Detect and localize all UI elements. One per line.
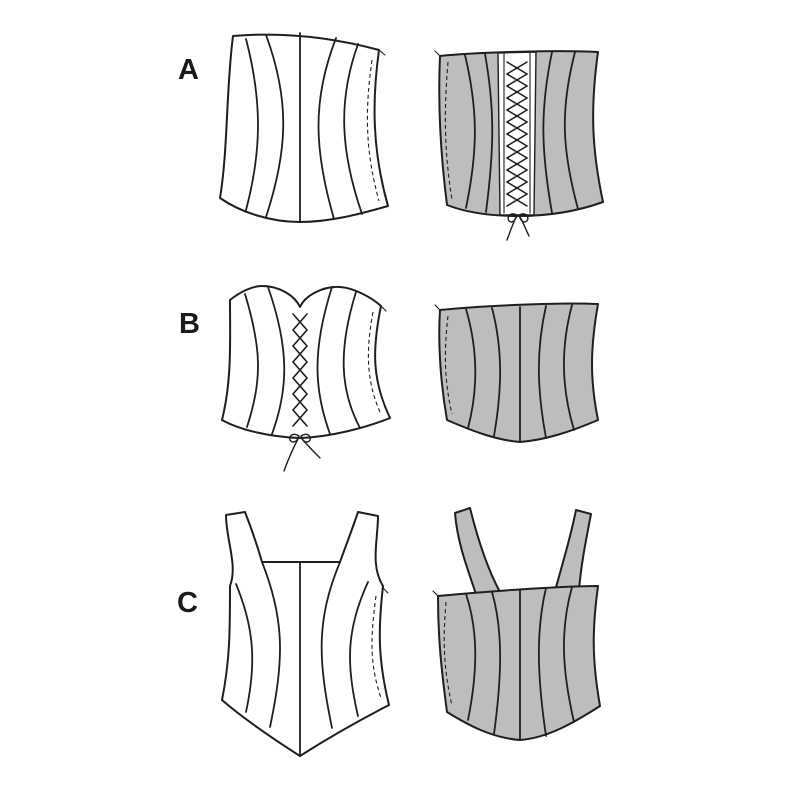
seam <box>267 286 286 435</box>
zipper-tab <box>382 587 389 594</box>
zipper-stitching <box>367 311 381 413</box>
seam <box>320 561 341 729</box>
zipper-stitching <box>371 595 382 699</box>
zipper-tab <box>378 49 386 56</box>
seam <box>235 583 254 713</box>
seam <box>349 581 369 717</box>
seam <box>244 293 259 428</box>
view-c-back <box>432 507 601 741</box>
seam <box>563 51 579 210</box>
lacing-cord <box>505 61 529 207</box>
zipper-tab <box>432 590 439 597</box>
lacing-cord <box>291 313 309 427</box>
view-label-b: B <box>179 308 200 340</box>
bow-icon <box>506 213 530 241</box>
seam <box>342 291 361 429</box>
zipper-tab <box>434 50 441 57</box>
bow-icon <box>283 433 321 472</box>
seam <box>465 308 477 429</box>
seam <box>317 37 337 220</box>
seam <box>542 51 553 214</box>
lacing-panel <box>497 51 537 216</box>
seam <box>265 34 285 218</box>
seam <box>491 307 502 437</box>
seam <box>484 53 494 213</box>
seam <box>537 305 547 439</box>
seam <box>343 43 363 215</box>
zipper-tab <box>434 304 441 311</box>
zipper-stitching <box>443 601 453 707</box>
seam <box>261 561 281 728</box>
view-a-front-outline <box>219 33 389 223</box>
zipper-tab <box>380 305 387 312</box>
seam <box>491 591 502 735</box>
view-c-front-outline <box>221 511 390 757</box>
lacing-cord <box>505 61 529 207</box>
seam <box>245 38 259 211</box>
seam <box>563 586 575 723</box>
view-c-back-outline <box>437 585 601 741</box>
eyelet-lines <box>503 52 531 214</box>
seam <box>465 593 477 721</box>
view-b-back <box>434 302 599 443</box>
view-a-back <box>434 50 604 241</box>
zipper-stitching <box>444 61 453 201</box>
zipper-stitching <box>444 315 453 415</box>
view-label-a: A <box>178 54 199 86</box>
view-b-front <box>221 285 391 472</box>
view-b-back-outline <box>438 302 599 443</box>
seam <box>464 54 476 209</box>
seam <box>537 587 547 737</box>
view-a-front <box>219 32 389 223</box>
seam <box>316 286 333 435</box>
view-c-front <box>221 511 390 757</box>
seam <box>563 304 575 431</box>
view-label-c: C <box>177 587 198 619</box>
zipper-stitching <box>366 59 380 202</box>
